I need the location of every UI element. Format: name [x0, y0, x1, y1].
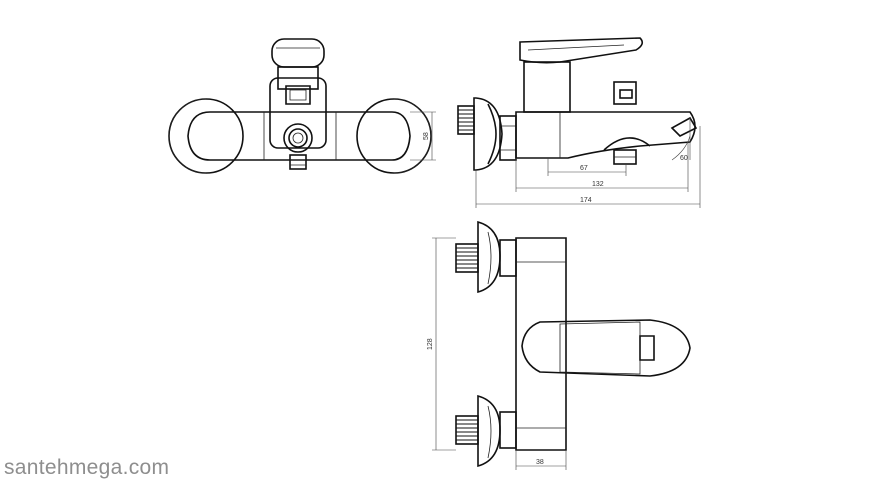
outlet-nozzle	[283, 123, 313, 170]
side-mixer-body	[515, 111, 696, 159]
dim-label-side-total: 174	[580, 197, 592, 204]
dim-label-side-angle: 60	[680, 155, 688, 162]
dimension-top-depth: 38	[515, 450, 567, 470]
top-mixer-body	[515, 237, 567, 451]
dimension-top-height: 128	[427, 237, 456, 451]
mixer-body	[187, 111, 411, 161]
watermark: santehmega.com	[4, 456, 170, 479]
dimension-side-mid: 132	[515, 142, 689, 192]
dim-label-top-height: 128	[427, 338, 434, 350]
side-thread-connector	[457, 105, 517, 161]
front-view: 58	[168, 38, 436, 174]
dim-label-top-depth: 38	[536, 459, 544, 466]
diverter-knob	[613, 81, 637, 105]
top-lower-flange	[455, 394, 517, 468]
side-lever-handle	[519, 37, 644, 113]
dim-label-side-outlet: 67	[580, 165, 588, 172]
dimension-side-outlet: 67	[547, 158, 627, 176]
dim-label-front-height: 58	[423, 132, 430, 140]
side-wall-flange	[473, 97, 503, 171]
right-wall-flange	[356, 98, 432, 174]
left-wall-flange	[168, 98, 244, 174]
top-view: 128 38	[427, 220, 691, 470]
dimension-side-angle: 60	[671, 118, 691, 162]
top-lever-handle	[521, 319, 691, 377]
side-view: 67 132 174 60	[457, 37, 701, 208]
dimension-front-height: 58	[410, 111, 436, 161]
dim-label-side-mid: 132	[592, 181, 604, 188]
dimension-side-total: 174	[475, 126, 701, 208]
top-upper-flange	[455, 220, 517, 294]
side-spout-outlet	[603, 116, 698, 165]
lever-handle	[269, 38, 327, 149]
